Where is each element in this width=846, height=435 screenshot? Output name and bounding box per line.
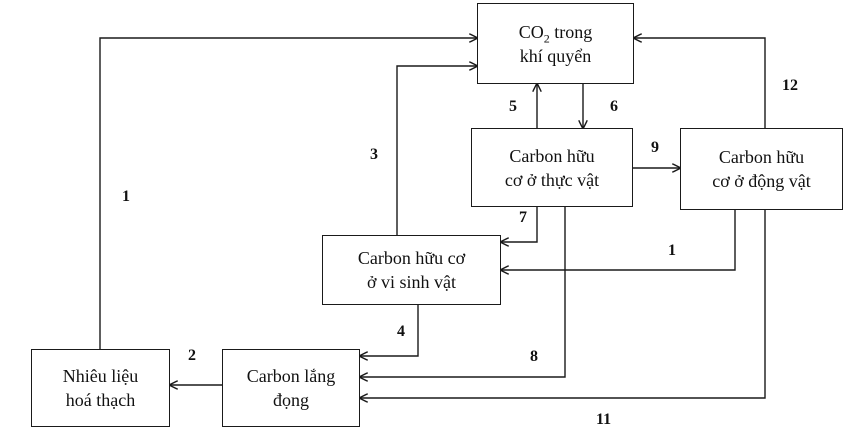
arrow-3-microbe-to-co2 [396,66,477,235]
edge-label-8: 8 [530,348,538,365]
arrow-12-animal-to-co2 [634,38,766,128]
node-microbe-carbon: Carbon hữu cơ ở vi sinh vật [322,235,501,305]
node-co2-atmosphere: CO2 trong khí quyển [477,3,634,84]
node-co2-line1: CO2 trong [518,20,593,46]
edge-label-9: 9 [651,139,659,156]
edge-label-1: 1 [122,188,130,205]
node-sediment-line1: Carbon lắng [246,366,336,386]
node-co2-line2: khí quyển [519,45,592,66]
node-fossil-line1: Nhiêu liệu [62,366,139,386]
edge-label-12: 12 [782,77,798,94]
node-plant-line1: Carbon hữu [509,145,595,166]
node-animal-carbon: Carbon hữu cơ ở động vật [680,128,843,210]
edge-label-4: 4 [397,323,405,340]
node-fossil-fuel: Nhiêu liệu hoá thạch [31,349,170,427]
edge-label-6: 6 [610,98,618,115]
edge-label-7: 7 [519,209,527,226]
arrow-8-plant-to-sediment [360,207,566,377]
edge-label-1-animal-microbe: 1 [668,242,676,259]
edge-label-3: 3 [370,146,378,163]
node-sediment-carbon: Carbon lắng đọng [222,349,360,427]
node-microbe-line1: Carbon hữu cơ [357,248,466,268]
node-microbe-line2: ở vi sinh vật [366,272,456,292]
arrow-4-microbe-to-sediment [360,305,419,356]
arrow-1b-animal-to-microbe [501,210,736,270]
arrow-1-fossil-to-co2 [99,38,477,349]
edge-label-2: 2 [188,347,196,364]
node-plant-carbon: Carbon hữu cơ ở thực vật [471,128,633,207]
node-plant-line2: cơ ở thực vật [504,169,600,190]
co2-subscript: 2 [543,31,550,46]
edge-label-11: 11 [596,411,612,428]
arrow-11-animal-to-sediment [360,210,766,398]
arrow-7-plant-to-microbe [501,207,538,242]
co2-formula: CO [518,21,544,42]
node-animal-line1: Carbon hữu [718,147,805,167]
edge-label-5: 5 [509,98,517,115]
co2-line1-rest: trong [549,21,593,42]
node-animal-line2: cơ ở động vật [712,171,811,191]
node-fossil-line2: hoá thạch [65,390,136,410]
node-sediment-line2: đọng [273,390,309,410]
